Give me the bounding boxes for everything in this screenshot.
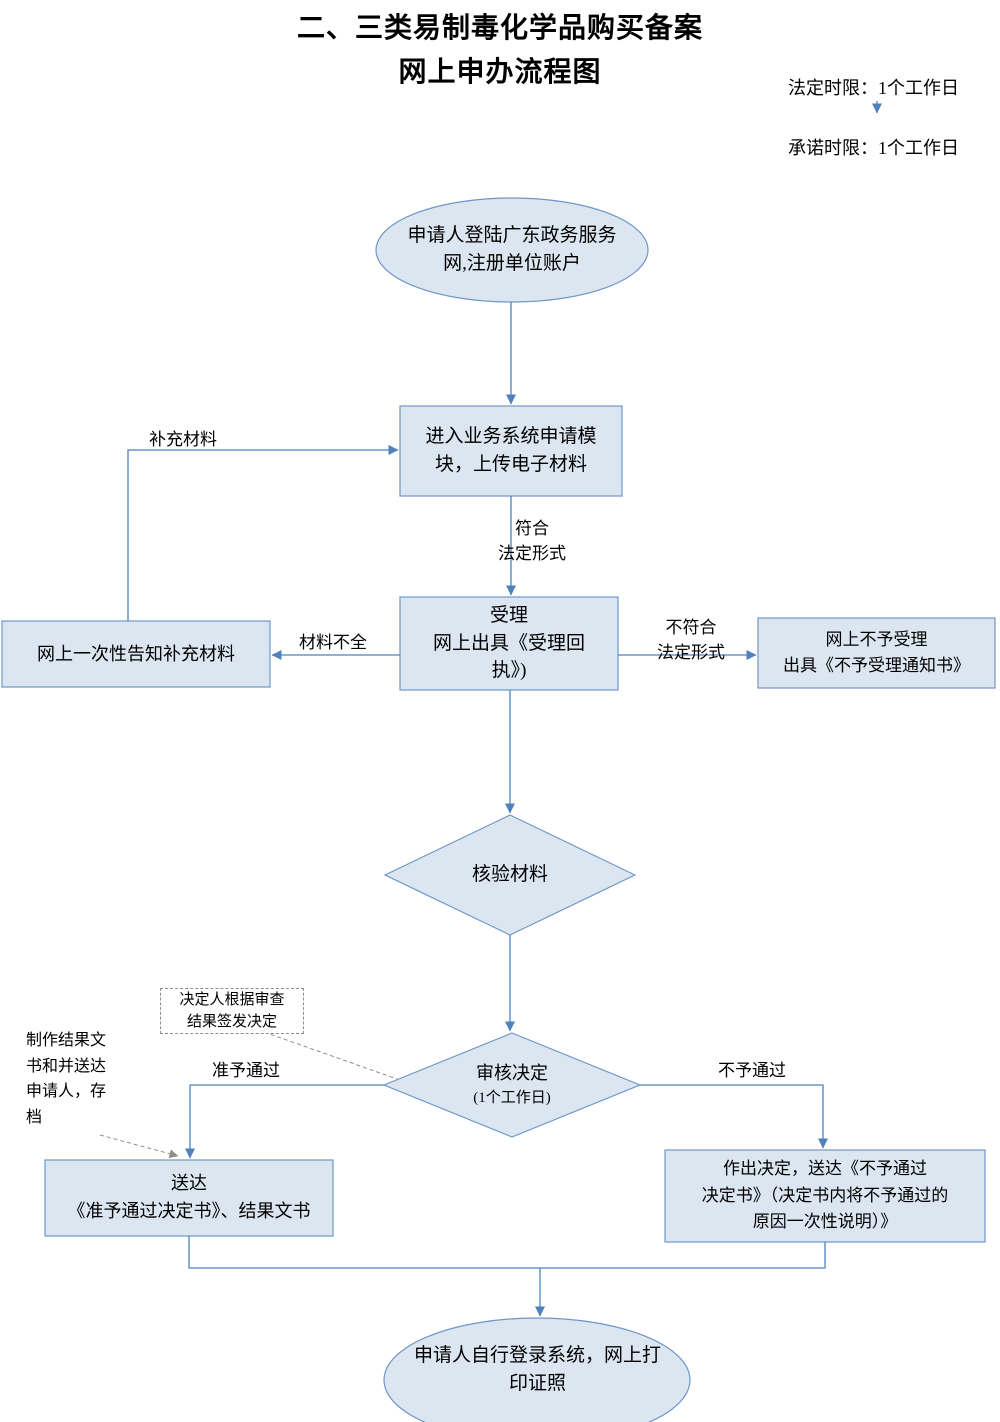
arrow-decision-approved (185, 1084, 384, 1159)
sign-note: 决定人根据审查 结果签发决定 (160, 988, 304, 1034)
accept-rect-shape (399, 596, 619, 691)
promise-time-limit-label: 承诺时限：1个工作日 (788, 138, 959, 158)
upload-rect-shape (399, 405, 623, 497)
supplement-edge-label: 补充材料 (149, 429, 217, 449)
page-title-line1: 二、三类易制毒化学品购买备案 (296, 13, 703, 44)
node-shapes (1, 197, 996, 1422)
connectors (127, 101, 882, 1317)
approved-edge-label: 准予通过 (212, 1060, 280, 1080)
approve-deliver-node-label: 送达 《准予通过决定书》、结果文书 (67, 1173, 311, 1221)
reject-deliver-rect-shape (664, 1149, 986, 1243)
decision-node-line2: (1个工作日) (473, 1090, 551, 1107)
nonconform-edge-label: 不符合 法定形式 (657, 618, 725, 662)
incomplete-edge-label: 材料不全 (299, 632, 367, 652)
arrow-supplement-to-upload (127, 445, 399, 621)
start-ellipse-shape (375, 197, 649, 303)
archive-note: 制作结果文 书和并送达 申请人，存 档 (26, 1032, 107, 1126)
dashed-archive-arrow (99, 1134, 179, 1159)
not-approved-edge-label: 不予通过 (718, 1060, 786, 1080)
accept-node-label: 受理 网上出具《受理回 执》) (432, 605, 585, 682)
upload-node-label: 进入业务系统申请模 块，上传电子材料 (425, 425, 597, 476)
decision-node-line1: 审核决定 (476, 1063, 548, 1084)
line-approve-merge (188, 1236, 540, 1269)
line-reject-merge (540, 1242, 826, 1269)
reject-deliver-node-label: 作出决定，送达《不予通过 决定书》（决定书内将不予通过的 原因一次性说明）》 (701, 1159, 949, 1232)
end-node-label: 申请人自行登录系统，网上打 印证照 (413, 1344, 661, 1395)
end-ellipse-shape (383, 1317, 691, 1422)
verify-node-label: 核验材料 (471, 863, 548, 885)
reject-accept-node-label: 网上不予受理 出具《不予受理通知书》 (783, 629, 970, 675)
dashed-connectors (99, 1031, 398, 1159)
page-title-line2: 网上申办流程图 (398, 57, 602, 88)
decision-node-label: 审核决定 (1个工作日) (384, 1033, 640, 1137)
legal-time-limit-label: 法定时限：1个工作日 (788, 78, 959, 98)
arrow-decision-rejected (640, 1084, 828, 1149)
dashed-sign-note-line (263, 1031, 398, 1080)
supplement-notice-rect-shape (1, 620, 271, 688)
approve-deliver-rect-shape (44, 1159, 334, 1237)
conform-edge-label: 符合 法定形式 (498, 519, 566, 563)
reject-accept-rect-shape (757, 617, 996, 689)
supplement-notice-node-label: 网上一次性告知补充材料 (37, 643, 235, 664)
start-node-label: 申请人登陆广东政务服务 网,注册单位账户 (407, 224, 617, 275)
verify-diamond-shape (383, 814, 637, 936)
